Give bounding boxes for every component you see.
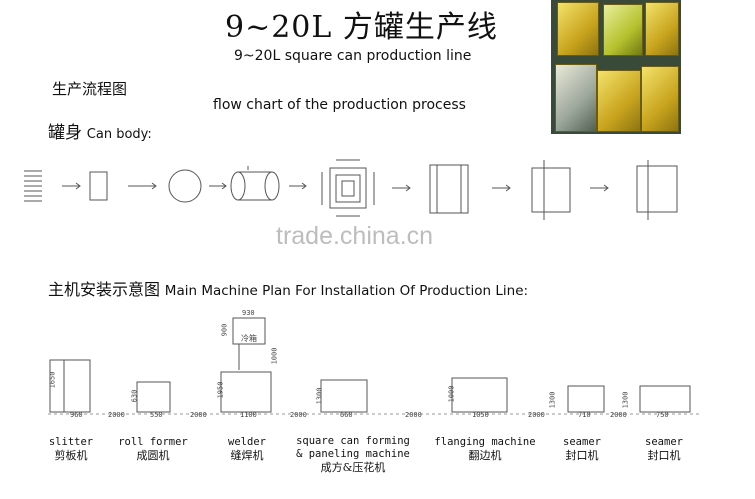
flow-chart-label-cn: 生产流程图 xyxy=(52,80,128,98)
dim-label: 960 xyxy=(70,411,83,419)
can-body-label: 罐身 Can body: xyxy=(48,118,152,143)
flow-step-blank xyxy=(89,171,108,201)
welder-top-box xyxy=(232,317,266,345)
flow-step-welded-cylinder xyxy=(230,166,280,201)
dim-label: 660 xyxy=(340,411,353,419)
dim-label: 550 xyxy=(150,411,163,419)
dim-label: 2000 xyxy=(290,411,307,419)
machine-label-seamer-1: seamer 封口机 xyxy=(554,436,610,462)
can-body-label-en: Can body: xyxy=(86,127,152,142)
flow-arrow xyxy=(392,184,411,192)
seamer-2-outline xyxy=(639,385,691,413)
dim-label: 630 xyxy=(130,389,139,403)
plan-title-cn: 主机安装示意图 xyxy=(48,280,161,299)
page-subtitle: 9~20L square can production line xyxy=(234,48,472,64)
dim-label: 1950 xyxy=(216,381,225,399)
machine-label-cn: 剪板机 xyxy=(54,449,88,462)
machine-label-welder: welder 缝焊机 xyxy=(218,436,276,462)
machine-label-square-can-forming: square can forming & paneling machine 成方… xyxy=(286,435,420,474)
machine-label-en: slitter xyxy=(48,436,94,448)
dim-label: 1000 xyxy=(447,385,456,403)
machine-label-en-2: & paneling machine xyxy=(296,448,410,460)
flow-arrow xyxy=(492,184,511,192)
machine-label-cn: 封口机 xyxy=(565,449,599,462)
machine-label-en: flanging machine xyxy=(434,436,536,448)
seamer-1-outline xyxy=(567,385,605,413)
dim-label: 2000 xyxy=(405,411,422,419)
flow-step-seamed xyxy=(636,160,678,220)
watermark: trade.china.cn xyxy=(276,222,434,250)
dim-label: 1650 xyxy=(48,371,57,389)
flow-arrow xyxy=(128,182,157,190)
can-body-label-cn: 罐身 xyxy=(48,123,82,143)
flanging-machine-outline xyxy=(451,377,508,413)
flow-step-rolled xyxy=(168,169,202,203)
dim-label: 2000 xyxy=(108,411,125,419)
flow-arrow xyxy=(590,184,609,192)
machine-label-cn: 封口机 xyxy=(647,449,681,462)
dim-label: 2000 xyxy=(610,411,627,419)
product-photo xyxy=(551,0,681,134)
machine-label-en: roll former xyxy=(118,436,188,448)
dim-label: 900 xyxy=(220,323,229,337)
machine-label-cn: 成圆机 xyxy=(136,449,170,462)
machine-label-en: seamer xyxy=(645,436,683,448)
plan-title: 主机安装示意图 Main Machine Plan For Installati… xyxy=(48,276,528,300)
flow-arrow xyxy=(209,182,227,190)
dim-label: 750 xyxy=(656,411,669,419)
machine-label-slitter: slitter 剪板机 xyxy=(44,436,98,462)
slitter-outline xyxy=(49,359,91,413)
square-can-forming-outline xyxy=(320,379,368,413)
dim-label: 1100 xyxy=(240,411,257,419)
machine-label-roll-former: roll former 成圆机 xyxy=(112,436,194,462)
machine-label-cn: 翻边机 xyxy=(468,449,502,462)
dim-label: 930 xyxy=(242,309,255,317)
flow-step-paneled xyxy=(429,164,469,214)
flow-step-squared xyxy=(321,159,375,217)
dim-label: 1300 xyxy=(315,387,324,405)
dim-label: 710 xyxy=(578,411,591,419)
dim-label: 冷箱 xyxy=(241,334,257,343)
dim-label: 2000 xyxy=(190,411,207,419)
flow-step-sheets xyxy=(24,170,42,202)
dim-label: 1300 xyxy=(621,391,630,409)
machine-label-en: welder xyxy=(228,436,266,448)
machine-label-cn: 缝焊机 xyxy=(230,449,264,462)
dim-label: 1300 xyxy=(548,391,557,409)
roll-former-outline xyxy=(136,381,171,413)
machine-label-en: square can forming xyxy=(296,435,410,447)
flow-chart-label-en: flow chart of the production process xyxy=(213,97,466,113)
dim-label: 1050 xyxy=(472,411,489,419)
plan-title-en: Main Machine Plan For Installation Of Pr… xyxy=(164,283,529,299)
page-title: 9~20L 方罐生产线 xyxy=(225,10,498,45)
flow-step-flanged xyxy=(531,160,571,220)
welder-outline xyxy=(220,371,272,413)
machine-label-cn: 成方&压花机 xyxy=(320,461,386,474)
flow-arrow xyxy=(62,182,81,190)
machine-label-flanging-machine: flanging machine 翻边机 xyxy=(427,436,543,462)
dim-label: 2000 xyxy=(528,411,545,419)
machine-label-en: seamer xyxy=(563,436,601,448)
dim-label: 1000 xyxy=(270,347,279,365)
flow-arrow xyxy=(289,182,307,190)
machine-label-seamer-2: seamer 封口机 xyxy=(636,436,692,462)
